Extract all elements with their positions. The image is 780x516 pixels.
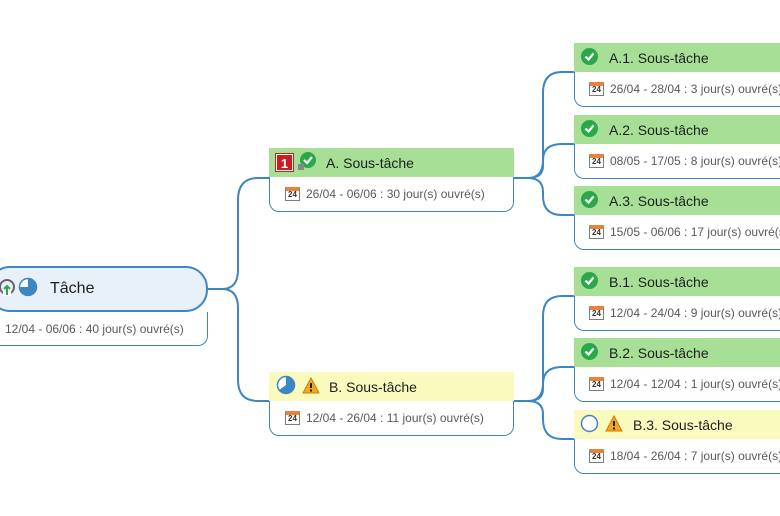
calendar-icon: 24 xyxy=(589,225,604,239)
topic-a3-title: A.3. Sous-tâche xyxy=(609,192,709,209)
topic-a2[interactable]: A.2. Sous-tâche 24 08/05 - 17/05 : 8 jou… xyxy=(574,115,780,179)
calendar-icon: 24 xyxy=(589,306,604,320)
topic-b2-header[interactable]: B.2. Sous-tâche xyxy=(574,338,780,367)
progress-up-arrow-icon xyxy=(0,277,16,302)
connector-root-a xyxy=(208,177,270,290)
root-topic-dates: 12/04 - 06/06 : 40 jour(s) ouvré(s) xyxy=(5,321,184,336)
connector-a-a3 xyxy=(513,177,575,216)
topic-a-header[interactable]: 1 A. Sous-tâche xyxy=(269,148,514,177)
topic-b3[interactable]: B.3. Sous-tâche 24 18/04 - 26/04 : 7 jou… xyxy=(574,410,780,474)
check-complete-icon xyxy=(297,151,317,174)
topic-b2-dates-box: 24 12/04 - 12/04 : 1 jour(s) ouvré(s) xyxy=(574,367,780,402)
topic-b3-title: B.3. Sous-tâche xyxy=(633,416,733,433)
topic-b1-dates-box: 24 12/04 - 24/04 : 9 jour(s) ouvré(s) xyxy=(574,296,780,331)
topic-b-header[interactable]: B. Sous-tâche xyxy=(269,372,514,401)
topic-a2-title: A.2. Sous-tâche xyxy=(609,121,709,138)
connector-b-b2 xyxy=(513,366,575,402)
warning-icon xyxy=(605,414,623,435)
calendar-icon: 24 xyxy=(589,154,604,168)
topic-a-dates: 26/04 - 06/06 : 30 jour(s) ouvré(s) xyxy=(306,187,485,201)
pie-progress-icon xyxy=(276,375,296,398)
priority-1-icon: 1 xyxy=(275,153,294,172)
topic-a2-dates-box: 24 08/05 - 17/05 : 8 jour(s) ouvré(s) xyxy=(574,144,780,179)
topic-b3-dates-box: 24 18/04 - 26/04 : 7 jour(s) ouvré(s) xyxy=(574,439,780,474)
topic-b2-dates: 12/04 - 12/04 : 1 jour(s) ouvré(s) xyxy=(610,377,780,391)
topic-a2-dates: 08/05 - 17/05 : 8 jour(s) ouvré(s) xyxy=(610,154,780,168)
check-complete-icon xyxy=(580,119,599,141)
root-topic-dates-box: 12/04 - 06/06 : 40 jour(s) ouvré(s) xyxy=(0,312,208,346)
calendar-icon: 24 xyxy=(589,82,604,96)
topic-a-title: A. Sous-tâche xyxy=(326,154,414,171)
check-complete-icon xyxy=(580,271,599,293)
topic-a3-header[interactable]: A.3. Sous-tâche xyxy=(574,186,780,215)
topic-a1-dates-box: 24 26/04 - 28/04 : 3 jour(s) ouvré(s) xyxy=(574,72,780,107)
topic-b1-title: B.1. Sous-tâche xyxy=(609,273,709,290)
topic-b2-title: B.2. Sous-tâche xyxy=(609,344,709,361)
not-started-icon xyxy=(580,414,599,436)
calendar-icon: 24 xyxy=(285,187,300,201)
check-complete-icon xyxy=(580,190,599,212)
topic-a1-title: A.1. Sous-tâche xyxy=(609,49,709,66)
topic-b2[interactable]: B.2. Sous-tâche 24 12/04 - 12/04 : 1 jou… xyxy=(574,338,780,402)
topic-b[interactable]: B. Sous-tâche 24 12/04 - 26/04 : 11 jour… xyxy=(269,372,514,436)
topic-b1-header[interactable]: B.1. Sous-tâche xyxy=(574,267,780,296)
topic-a1-dates: 26/04 - 28/04 : 3 jour(s) ouvré(s) xyxy=(610,82,780,96)
topic-b1-dates: 12/04 - 24/04 : 9 jour(s) ouvré(s) xyxy=(610,306,780,320)
root-topic-title: Tâche xyxy=(50,280,95,297)
root-topic[interactable]: Tâche 12/04 - 06/06 : 40 jour(s) ouvré(s… xyxy=(0,266,210,346)
topic-a[interactable]: 1 A. Sous-tâche 24 26/04 - 06/06 : 30 jo… xyxy=(269,148,514,212)
check-complete-icon xyxy=(580,342,599,364)
topic-b-dates: 12/04 - 26/04 : 11 jour(s) ouvré(s) xyxy=(306,411,484,425)
topic-a1[interactable]: A.1. Sous-tâche 24 26/04 - 28/04 : 3 jou… xyxy=(574,43,780,107)
topic-b1[interactable]: B.1. Sous-tâche 24 12/04 - 24/04 : 9 jou… xyxy=(574,267,780,331)
connector-root-b xyxy=(208,288,270,402)
topic-a-dates-box: 24 26/04 - 06/06 : 30 jour(s) ouvré(s) xyxy=(269,177,514,212)
topic-b3-header[interactable]: B.3. Sous-tâche xyxy=(574,410,780,439)
calendar-icon: 24 xyxy=(589,377,604,391)
topic-a3[interactable]: A.3. Sous-tâche 24 15/05 - 06/06 : 17 jo… xyxy=(574,186,780,250)
topic-a1-header[interactable]: A.1. Sous-tâche xyxy=(574,43,780,72)
topic-b-dates-box: 24 12/04 - 26/04 : 11 jour(s) ouvré(s) xyxy=(269,401,514,436)
topic-b-title: B. Sous-tâche xyxy=(329,378,417,395)
calendar-icon: 24 xyxy=(589,449,604,463)
topic-a2-header[interactable]: A.2. Sous-tâche xyxy=(574,115,780,144)
calendar-icon: 24 xyxy=(285,411,300,425)
topic-a3-dates: 15/05 - 06/06 : 17 jour(s) ouvré(s) xyxy=(610,225,780,239)
pie-progress-icon xyxy=(18,277,38,302)
warning-icon xyxy=(302,376,320,397)
connector-b-b3 xyxy=(513,400,575,440)
root-topic-header[interactable]: Tâche xyxy=(0,266,208,312)
topic-b3-dates: 18/04 - 26/04 : 7 jour(s) ouvré(s) xyxy=(610,449,780,463)
topic-a3-dates-box: 24 15/05 - 06/06 : 17 jour(s) ouvré(s) xyxy=(574,215,780,250)
connector-a-a2 xyxy=(513,143,575,179)
check-complete-icon xyxy=(580,47,599,69)
